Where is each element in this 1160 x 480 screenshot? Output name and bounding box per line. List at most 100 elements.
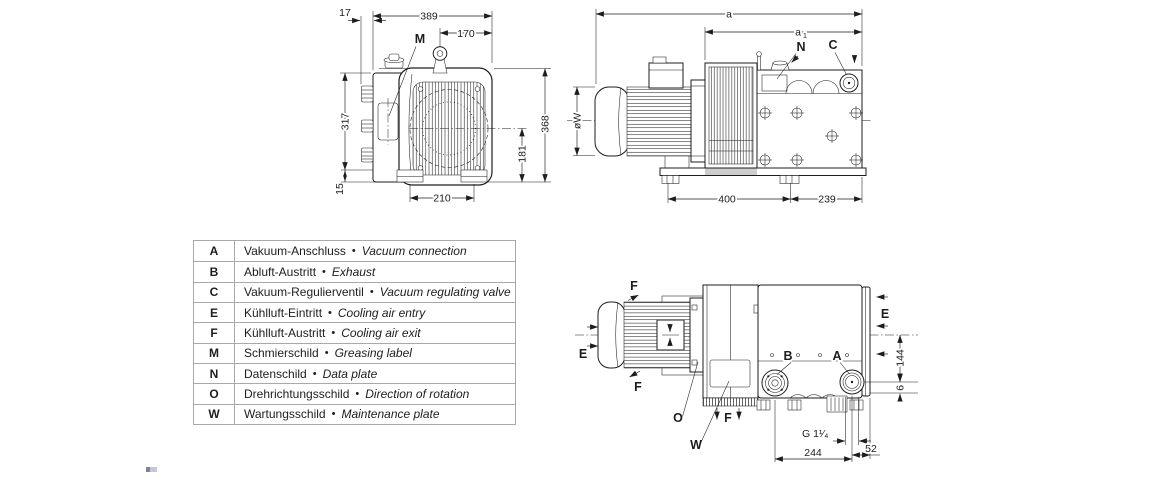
regulating-valve (839, 73, 859, 93)
front-view-drawing: 17 389 170 317 15 368 181 210 M (334, 7, 553, 206)
front-view-dimensions: 17 389 170 317 15 368 181 210 M (334, 7, 553, 206)
legend-row: F Kühlluft-Austritt•Cooling air exit (194, 322, 515, 343)
legend-row: M Schmierschild•Greasing label (194, 342, 515, 363)
data-plate (761, 74, 788, 92)
legend-term-german: Drehrichtungsschild (244, 386, 350, 401)
callout-c-label: C (828, 38, 837, 52)
callout-o-label: O (673, 411, 683, 425)
top-view-drawing: F F E E B A O W F 144 (575, 279, 918, 462)
legend-term-english: Vacuum regulating valve (379, 285, 511, 300)
pump-side-geometry (567, 51, 873, 184)
callout-f-motor-bottom: F (634, 380, 642, 394)
bolt-heads (758, 106, 863, 167)
cooling-vent-slots (702, 397, 759, 407)
dim-181-label: 181 (517, 145, 529, 163)
dim-15-label: 15 (334, 183, 346, 195)
legend-term-english: Greasing label (334, 346, 412, 361)
legend-description: Datenschild•Data plate (235, 364, 515, 383)
legend-term-english: Maintenance plate (341, 407, 440, 422)
legend-separator: • (322, 265, 326, 278)
legend-row: E Kühlluft-Eintritt • Cooling air entry (194, 302, 515, 323)
greasing-label-plate (377, 98, 399, 145)
callout-n-label: N (796, 40, 805, 54)
callout-m-label: M (415, 32, 425, 46)
screen-artifact-light (150, 467, 157, 472)
legend-separator: • (369, 286, 374, 299)
legend-term-english: Direction of rotation (365, 386, 470, 401)
legend-key: M (194, 343, 235, 363)
legend-description: Vakuum-Anschluss • Vacuum connection (235, 241, 515, 261)
legend-term-german: Kühlluft-Eintritt (244, 305, 323, 320)
callout-e-left: E (579, 347, 587, 361)
legend-description: Kühlluft-Eintritt • Cooling air entry (235, 303, 515, 322)
dim-400-label: 400 (718, 193, 736, 205)
dim-a1-subscript: 1 (803, 33, 807, 40)
legend-description: Wartungsschild•Maintenance plate (235, 405, 515, 424)
dim-368-label: 368 (540, 115, 552, 133)
legend-description: Kühlluft-Austritt • Cooling air exit (235, 323, 515, 342)
motor-top (597, 295, 704, 376)
legend-key: B (194, 262, 235, 282)
legend-term-english: Cooling air entry (337, 305, 426, 320)
legend-row: W Wartungsschild•Maintenance plate (194, 403, 515, 424)
legend-term-german: Schmierschild (244, 346, 319, 361)
dim-170-label: 170 (457, 28, 475, 40)
callout-a-label: A (832, 349, 841, 363)
callout-b-label: B (783, 349, 792, 363)
pump-top-geometry (575, 284, 918, 413)
fan-shroud-side (704, 62, 758, 169)
legend-term-german: Datenschild (244, 366, 307, 381)
legend-separator: • (355, 387, 360, 400)
legend-term-english: Exhaust (331, 264, 376, 279)
side-knobs (361, 85, 374, 163)
screen-artifact-dark (146, 467, 150, 472)
pump-front-geometry (341, 46, 551, 186)
dim-210-label: 210 (433, 192, 451, 204)
legend-term-german: Kühlluft-Austritt (244, 325, 326, 340)
fan-shroud-top (702, 284, 759, 407)
pump-body-top (753, 284, 871, 413)
callout-w-label: W (690, 438, 702, 452)
legend-term-german: Wartungsschild (244, 407, 326, 422)
dim-144-label: 144 (895, 349, 907, 367)
legend-row: A Vakuum-Anschluss • Vacuum connection (194, 241, 515, 262)
legend-row: N Datenschild•Data plate (194, 363, 515, 384)
legend-term-english: Cooling air exit (341, 325, 421, 340)
callout-f-bottom: F (724, 411, 732, 425)
vacuum-port-a (839, 369, 865, 395)
dim-ow-label: øW (572, 113, 584, 129)
legend-separator: • (312, 367, 317, 380)
legend-key: W (194, 404, 235, 424)
top-view-callouts: F F E E B A O W F (579, 279, 889, 452)
dim-a1-label: a (795, 27, 801, 39)
legend-term-german: Abluft-Austritt (244, 264, 317, 279)
legend-key: E (194, 303, 235, 323)
motor-side (594, 56, 706, 169)
pump-body-side (756, 51, 863, 169)
legend-separator: • (328, 306, 332, 319)
legend-key: O (194, 384, 235, 404)
base-plate-side (659, 167, 867, 184)
callout-f-motor-top: F (630, 279, 638, 293)
side-view-dimensions: a a 1 øW 400 239 N C (570, 7, 863, 207)
callout-e-right: E (881, 307, 889, 321)
dim-317-label: 317 (340, 113, 352, 131)
oil-filler-cap (379, 53, 411, 69)
legend-separator: • (331, 326, 336, 339)
terminal-box-side (648, 62, 684, 89)
legend-table: A Vakuum-Anschluss • Vacuum connection B A… (193, 240, 516, 425)
legend-description: Drehrichtungsschild • Direction of rotatio… (235, 384, 515, 403)
legend-term-german: Vakuum-Anschluss (244, 244, 346, 259)
legend-row: C Vakuum-Regulierventil•Vacuum regulatin… (194, 281, 515, 302)
legend-separator: • (351, 245, 356, 258)
dim-a-label: a (726, 9, 732, 21)
legend-term-german: Vakuum-Regulierventil (244, 285, 364, 300)
legend-description: Abluft-Austritt • Exhaust (235, 262, 515, 281)
legend-term-english: Vacuum connection (361, 244, 467, 259)
dim-239-label: 239 (818, 193, 836, 205)
mounting-feet (396, 169, 488, 183)
legend-key: A (194, 241, 235, 262)
dim-389-label: 389 (420, 11, 438, 23)
legend-description: Schmierschild•Greasing label (235, 344, 515, 363)
